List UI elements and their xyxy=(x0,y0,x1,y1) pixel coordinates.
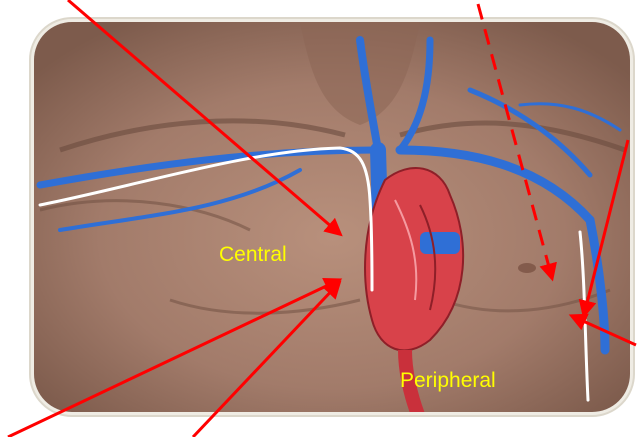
central-label: Central xyxy=(219,244,287,265)
peripheral-label: Peripheral xyxy=(400,370,496,391)
nipple xyxy=(518,263,536,273)
illustration-content xyxy=(34,22,630,420)
